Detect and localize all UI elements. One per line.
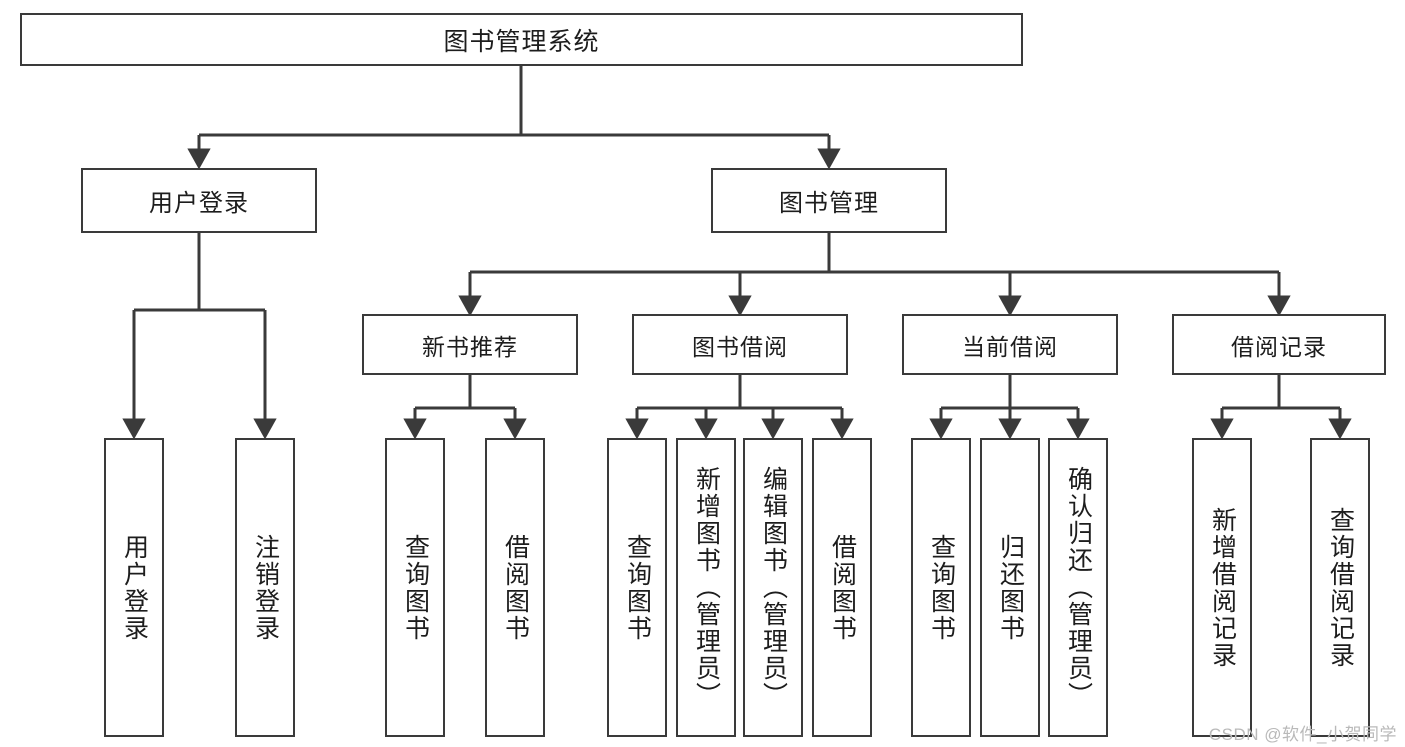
- leaf-label: 查询图书: [927, 533, 956, 642]
- leaf-label: 注销登录: [251, 533, 280, 642]
- csdn-watermark: CSDN @软件_小贺同学: [1208, 725, 1397, 744]
- leaf-label: 借阅图书: [828, 533, 857, 642]
- node-borrow-record[interactable]: 借阅记录: [1172, 314, 1386, 375]
- node-book-borrow[interactable]: 图书借阅: [632, 314, 848, 375]
- leaf-label: 新增图书（管理员）: [692, 466, 721, 709]
- leaf-user-login[interactable]: 用户登录: [104, 438, 164, 737]
- leaf-query-book-current[interactable]: 查询图书: [911, 438, 971, 737]
- leaf-label: 归还图书: [996, 533, 1025, 642]
- leaf-borrow-book[interactable]: 借阅图书: [812, 438, 872, 737]
- leaf-label: 查询图书: [401, 533, 430, 642]
- node-user-login[interactable]: 用户登录: [81, 168, 317, 233]
- leaf-label: 查询借阅记录: [1326, 506, 1355, 669]
- node-label: 图书管理系统: [443, 27, 600, 56]
- leaf-label: 新增借阅记录: [1208, 506, 1237, 669]
- leaf-logout-login[interactable]: 注销登录: [235, 438, 295, 737]
- leaf-label: 用户登录: [120, 533, 149, 642]
- leaf-add-book-admin[interactable]: 新增图书（管理员）: [676, 438, 736, 737]
- node-current-borrow[interactable]: 当前借阅: [902, 314, 1118, 375]
- leaf-return-book[interactable]: 归还图书: [980, 438, 1040, 737]
- leaf-borrow-book-recommend[interactable]: 借阅图书: [485, 438, 545, 737]
- leaf-confirm-return-admin[interactable]: 确认归还（管理员）: [1048, 438, 1108, 737]
- node-label: 图书借阅: [692, 333, 788, 360]
- node-book-management[interactable]: 图书管理: [711, 168, 947, 233]
- leaf-label: 查询图书: [623, 533, 652, 642]
- node-label: 图书管理: [779, 190, 879, 217]
- node-new-book-recommend[interactable]: 新书推荐: [362, 314, 578, 375]
- leaf-label: 编辑图书（管理员）: [759, 466, 788, 709]
- leaf-query-book-recommend[interactable]: 查询图书: [385, 438, 445, 737]
- node-label: 借阅记录: [1231, 333, 1327, 360]
- leaf-label: 确认归还（管理员）: [1064, 466, 1093, 709]
- leaf-query-book-borrow[interactable]: 查询图书: [607, 438, 667, 737]
- node-root-book-management-system[interactable]: 图书管理系统: [20, 13, 1023, 66]
- leaf-edit-book-admin[interactable]: 编辑图书（管理员）: [743, 438, 803, 737]
- leaf-query-borrow-record[interactable]: 查询借阅记录: [1310, 438, 1370, 737]
- leaf-add-borrow-record[interactable]: 新增借阅记录: [1192, 438, 1252, 737]
- node-label: 当前借阅: [962, 333, 1058, 360]
- leaf-label: 借阅图书: [501, 533, 530, 642]
- node-label: 新书推荐: [422, 333, 518, 360]
- node-label: 用户登录: [149, 190, 249, 217]
